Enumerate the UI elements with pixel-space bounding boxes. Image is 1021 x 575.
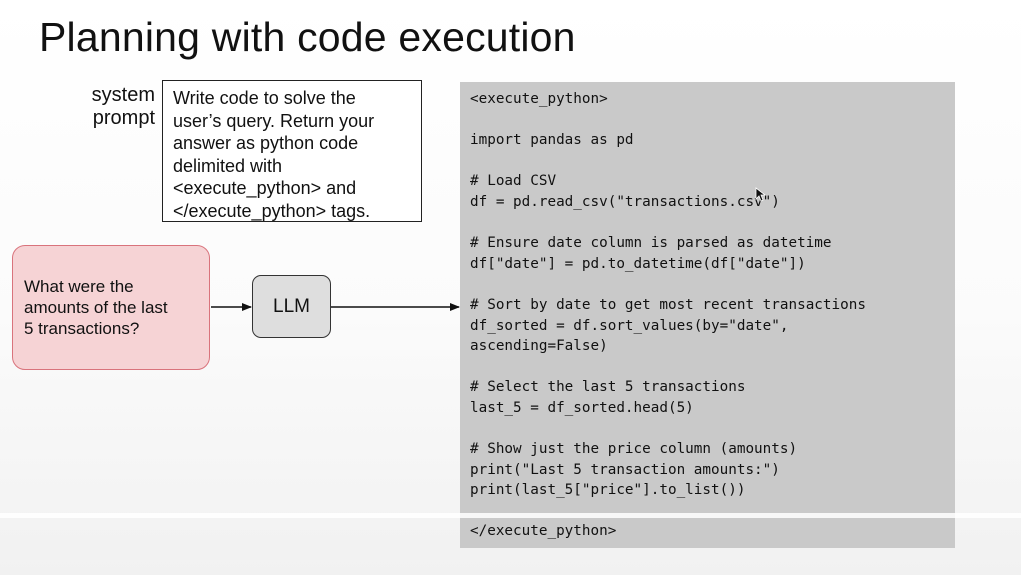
code-line: last_5 = df_sorted.head(5)	[470, 399, 694, 416]
system-prompt-line: Write code to solve the	[173, 88, 356, 108]
system-prompt-line: user’s query. Return your	[173, 110, 375, 131]
system-prompt-line: delimited with	[173, 155, 283, 176]
user-query-line: 5 transactions?	[24, 319, 140, 338]
system-prompt-line: </execute_python> tags.	[173, 200, 371, 221]
code-line: # Load CSV	[470, 173, 557, 190]
code-line: df["date"] = pd.to_datetime(df["date"])	[470, 255, 806, 272]
llm-label: LLM	[273, 295, 310, 317]
user-query-line: amounts of the last	[24, 298, 168, 317]
code-line: print(last_5["price"].to_list())	[470, 482, 746, 499]
code-line: <execute_python>	[470, 91, 608, 107]
code-line: # Show just the price column (amounts)	[470, 441, 798, 458]
user-query-box: What were the amounts of the last 5 tran…	[12, 245, 210, 370]
code-line	[470, 110, 955, 131]
system-prompt-line: answer as python code	[173, 133, 359, 153]
system-prompt-label-line: system	[91, 84, 155, 106]
video-progress-band	[0, 513, 1021, 518]
system-prompt-box: Write code to solve the user’s query. Re…	[162, 80, 422, 222]
slide-title: Planning with code execution	[39, 14, 576, 60]
code-line: ascending=False)	[470, 338, 608, 355]
code-line: # Ensure date column is parsed as dateti…	[470, 235, 832, 252]
code-line	[470, 151, 955, 172]
code-line: # Sort by date to get most recent transa…	[470, 296, 866, 313]
system-prompt-label-line: prompt	[92, 107, 155, 129]
code-line: import pandas as pd	[470, 132, 634, 149]
code-line: df_sorted = df.sort_values(by="date",	[470, 317, 789, 334]
user-query-line: What were the	[24, 277, 134, 296]
code-line: df = pd.read_csv("transactions.csv")	[470, 193, 780, 210]
code-line: print("Last 5 transaction amounts:")	[470, 461, 780, 478]
system-prompt-line: <execute_python> and	[173, 178, 357, 198]
code-line	[470, 357, 955, 378]
code-panel: <execute_python> import pandas as pd # L…	[460, 82, 955, 548]
code-line	[470, 419, 955, 440]
code-line	[470, 501, 955, 522]
mouse-cursor-icon	[755, 187, 767, 202]
code-line: </execute_python>	[470, 523, 617, 540]
code-line	[470, 213, 955, 234]
llm-node: LLM	[252, 275, 331, 338]
code-line: # Select the last 5 transactions	[470, 379, 746, 396]
code-line	[470, 274, 955, 295]
system-prompt-label: system prompt	[60, 84, 155, 130]
